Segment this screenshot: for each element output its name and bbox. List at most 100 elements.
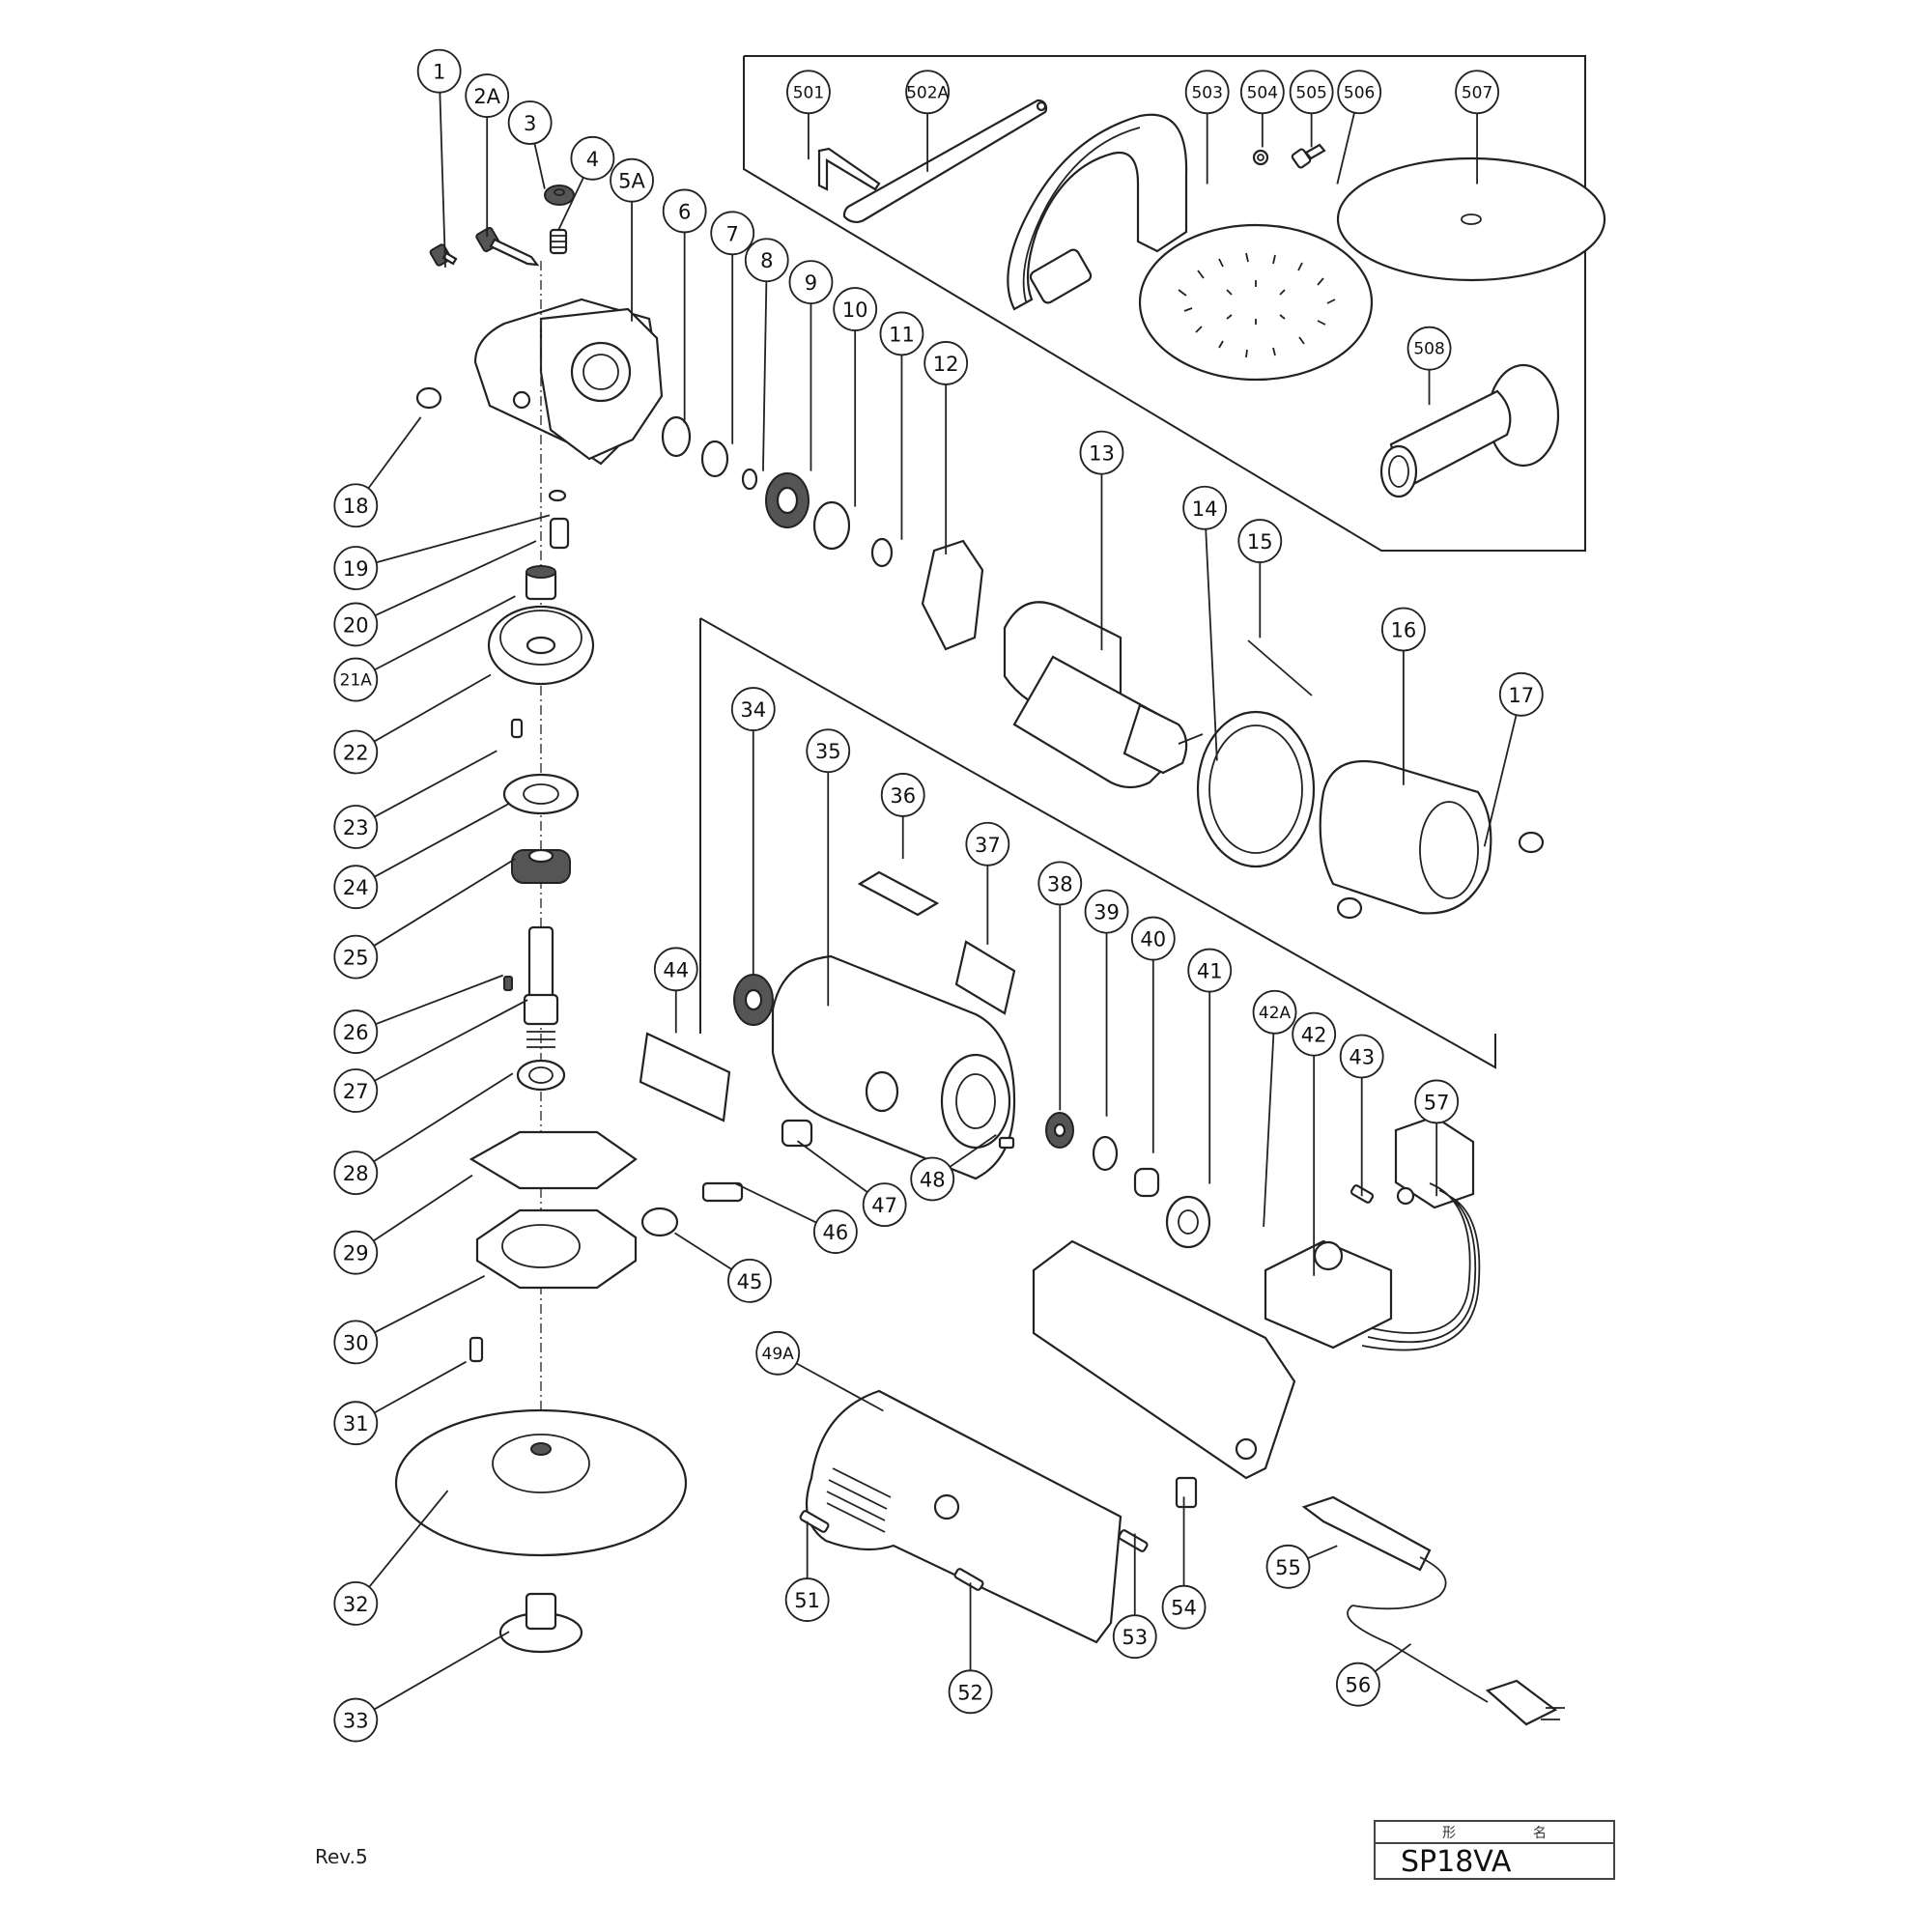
ring-10 bbox=[812, 500, 851, 551]
callout-label: 8 bbox=[760, 249, 773, 272]
ball-bearing-9 bbox=[765, 472, 810, 528]
callout-label: 52 bbox=[957, 1681, 983, 1704]
callout-label: 37 bbox=[975, 834, 1001, 857]
leader-line bbox=[373, 1072, 514, 1163]
armature-13 bbox=[1003, 601, 1204, 789]
callout-circle bbox=[610, 157, 654, 203]
callout-label: 18 bbox=[343, 495, 369, 518]
hex-key-501 bbox=[817, 147, 881, 191]
callout-circle bbox=[570, 135, 615, 181]
cord-plug-56 bbox=[1347, 1605, 1565, 1726]
carbon-brush-46 bbox=[701, 1181, 744, 1203]
title-block-header-left: 形 bbox=[1442, 1825, 1456, 1841]
housing-group-frame bbox=[699, 617, 1496, 1069]
ball-bearing-38 bbox=[1045, 1112, 1074, 1149]
callout-14: 14 bbox=[1182, 485, 1228, 761]
callout-circle bbox=[333, 1580, 379, 1626]
callout-33: 33 bbox=[333, 1631, 510, 1743]
callout-label: 31 bbox=[343, 1412, 369, 1435]
bearing-retainer-24 bbox=[502, 773, 580, 815]
callout-label: 14 bbox=[1192, 497, 1218, 521]
callout-label: 11 bbox=[889, 323, 915, 346]
packing-gland-30 bbox=[475, 1208, 638, 1290]
leader-line bbox=[557, 177, 584, 232]
callout-44: 44 bbox=[653, 947, 698, 1034]
callout-label: 1 bbox=[433, 61, 445, 84]
leader-line bbox=[796, 1140, 868, 1193]
callout-circle bbox=[333, 546, 379, 590]
callout-layer: 12A345A678910111218192021A22232425262728… bbox=[333, 48, 1544, 1743]
callout-7: 7 bbox=[710, 211, 755, 444]
callout-504: 504 bbox=[1239, 70, 1285, 148]
callout-circle bbox=[1380, 607, 1426, 652]
callout-label: 57 bbox=[1424, 1091, 1450, 1114]
callout-circle bbox=[965, 821, 1010, 867]
leader-line bbox=[374, 999, 528, 1082]
callout-51: 51 bbox=[784, 1520, 830, 1622]
leader-line bbox=[374, 803, 510, 878]
callout-label: 15 bbox=[1247, 530, 1273, 554]
callout-label: 25 bbox=[343, 947, 369, 970]
gasket-29 bbox=[469, 1130, 638, 1190]
leader-line bbox=[1374, 1643, 1412, 1673]
callout-circle bbox=[1414, 1079, 1460, 1124]
callout-32: 32 bbox=[333, 1490, 449, 1626]
callout-505: 505 bbox=[1289, 70, 1334, 148]
callout-label: 44 bbox=[663, 958, 689, 981]
screw-31 bbox=[469, 1336, 484, 1363]
callout-54: 54 bbox=[1161, 1496, 1207, 1630]
callout-56: 56 bbox=[1335, 1643, 1412, 1707]
callout-label: 42A bbox=[1259, 1004, 1292, 1023]
wool-bonnet-506 bbox=[1138, 223, 1374, 382]
callout-circle bbox=[1079, 430, 1124, 475]
callout-label: 24 bbox=[343, 876, 369, 899]
callout-507: 507 bbox=[1455, 70, 1499, 185]
callout-circle bbox=[784, 1577, 830, 1622]
leader-line bbox=[796, 1362, 884, 1412]
callout-circle bbox=[1265, 1544, 1311, 1589]
callout-circle bbox=[333, 1401, 379, 1446]
ring-39 bbox=[1092, 1135, 1119, 1172]
callout-circle bbox=[1112, 1614, 1157, 1660]
callout-circle bbox=[1184, 70, 1230, 115]
revision-label: Rev.5 bbox=[315, 1845, 368, 1868]
washer-504 bbox=[1252, 149, 1269, 166]
callout-circle bbox=[730, 687, 776, 731]
callout-label: 54 bbox=[1171, 1597, 1197, 1620]
callout-8: 8 bbox=[744, 238, 789, 471]
seal-28 bbox=[516, 1059, 566, 1092]
callout-label: 22 bbox=[343, 742, 369, 765]
callout-circle bbox=[1161, 1584, 1207, 1630]
callout-circle bbox=[333, 657, 379, 702]
callout-label: 19 bbox=[343, 557, 369, 581]
callout-label: 47 bbox=[871, 1194, 897, 1217]
callout-circle bbox=[755, 1330, 801, 1376]
callout-circle bbox=[806, 728, 851, 774]
callout-label: 42 bbox=[1301, 1024, 1327, 1047]
callout-23: 23 bbox=[333, 750, 497, 849]
label-44 bbox=[639, 1032, 731, 1122]
screw-2A bbox=[475, 226, 540, 267]
callout-3: 3 bbox=[507, 100, 553, 189]
callout-circle bbox=[416, 48, 462, 94]
callout-45: 45 bbox=[674, 1232, 772, 1303]
leader-line bbox=[1483, 714, 1518, 847]
needle-bearing-21A bbox=[525, 565, 557, 601]
callout-circle bbox=[333, 805, 379, 849]
screw-48 bbox=[998, 1136, 1015, 1150]
callout-circle bbox=[333, 1151, 379, 1196]
callout-label: 28 bbox=[343, 1162, 369, 1185]
leader-line bbox=[374, 540, 537, 617]
callout-circle bbox=[333, 865, 379, 910]
callout-label: 51 bbox=[794, 1589, 820, 1612]
callout-circle bbox=[333, 1009, 379, 1054]
leader-line bbox=[374, 1360, 468, 1414]
title-block-header-right: 名 bbox=[1533, 1825, 1547, 1841]
callout-circle bbox=[1406, 326, 1452, 371]
leader-line bbox=[1263, 1033, 1275, 1228]
screw-15 bbox=[1247, 639, 1313, 696]
callout-48: 48 bbox=[910, 1134, 997, 1202]
callout-circle bbox=[333, 1320, 379, 1365]
callout-506: 506 bbox=[1336, 70, 1382, 185]
